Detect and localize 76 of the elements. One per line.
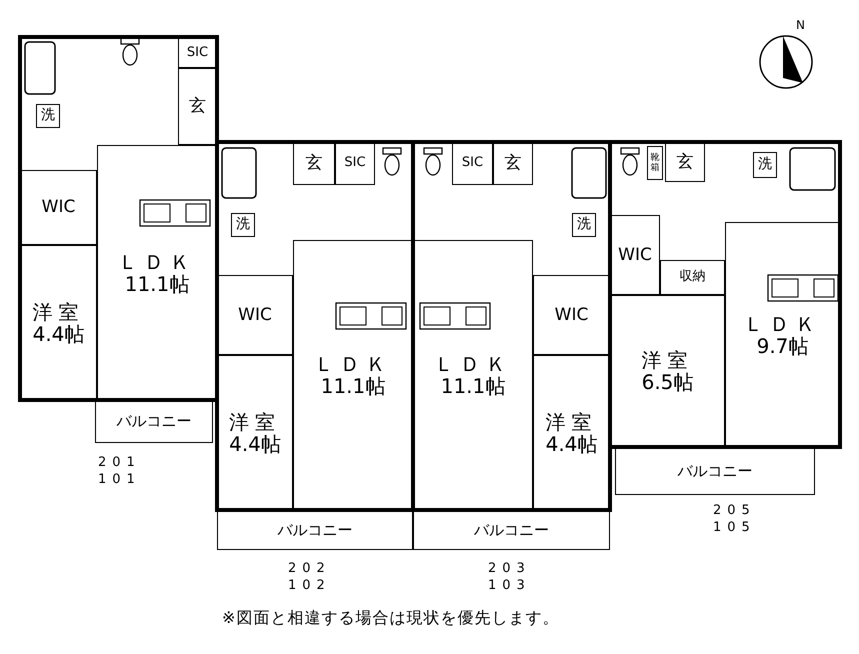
room-outline [20,170,97,245]
room-outline [335,142,375,185]
washer-space-box [572,213,596,237]
room-label: 洋室 [32,300,84,322]
room-label: 洗 [577,217,591,233]
room-label: WIC [238,306,272,324]
room-area: 11.1帖 [320,375,386,397]
unit-number: 203 [488,561,531,576]
room-label: WIC [554,306,588,324]
room-outline [178,37,217,69]
room-label: SIC [186,46,208,60]
room-label: 洗 [41,108,55,124]
unit-number: 202 [288,561,331,576]
room-outline [725,222,840,447]
room-outline [665,142,705,182]
balcony-outline [413,510,610,550]
room-label: 靴箱 [650,152,660,174]
room-label: 洋室 [546,410,598,432]
north-label: N [796,18,806,32]
unit-number: 201 [98,455,141,470]
room-area: 4.4帖 [32,322,84,344]
room-outline [610,215,660,295]
room-area: 6.5帖 [642,371,694,393]
room-label: 洋室 [229,410,281,432]
room-outline [413,240,533,510]
room-outline [217,355,293,510]
room-label: 玄 [306,154,322,173]
room-label: バルコニー [116,413,192,430]
room-label: SIC [462,156,484,171]
unit-number: 103 [488,578,531,593]
unit-number: 101 [98,472,141,487]
room-area: 9.7帖 [756,334,808,356]
room-outline [293,142,335,185]
room-area: 11.1帖 [440,375,506,397]
room-label: バルコニー [678,462,752,480]
room-label: バルコニー [278,522,352,538]
balcony-outline [95,400,213,443]
room-outline [217,275,293,355]
room-outline [293,240,413,510]
balcony-outline [217,510,413,550]
room-label: 洗 [236,217,250,233]
room-label: 玄 [189,96,206,116]
unit-number: 105 [713,520,756,535]
note-text: ※図面と相違する場合は現状を優先します。 [222,608,560,629]
room-label: SIC [344,156,366,171]
room-outline [20,245,97,400]
room-label: WIC [618,246,652,264]
unit-number: 102 [288,578,331,593]
washer-space-box [36,104,60,128]
room-outline [452,142,493,185]
room-label: ＬＤＫ [314,353,392,375]
balcony-outline [615,447,815,495]
room-label: バルコニー [474,522,549,538]
room-label: WIC [42,198,76,217]
room-label: ＬＤＫ [744,312,822,334]
washer-space-box [753,152,777,178]
room-label: ＬＤＫ [434,353,512,375]
room-outline [97,145,217,400]
room-outline [493,142,533,185]
room-label: 玄 [504,154,522,173]
room-area: 11.1帖 [124,272,190,294]
washer-space-box [231,213,255,237]
room-label: 収納 [680,270,706,285]
room-outline [533,275,610,355]
room-outline [660,260,725,295]
room-label: ＬＤＫ [118,250,196,272]
unit-number: 205 [713,503,756,518]
room-outline [533,355,610,510]
room-outline [178,67,217,145]
room-outline [647,146,663,180]
room-outline [610,295,725,447]
room-area: 4.4帖 [229,432,281,454]
room-label: 玄 [676,152,694,172]
room-label: 洋室 [642,349,694,371]
room-area: 4.4帖 [546,432,598,454]
room-label: 洗 [758,157,772,173]
